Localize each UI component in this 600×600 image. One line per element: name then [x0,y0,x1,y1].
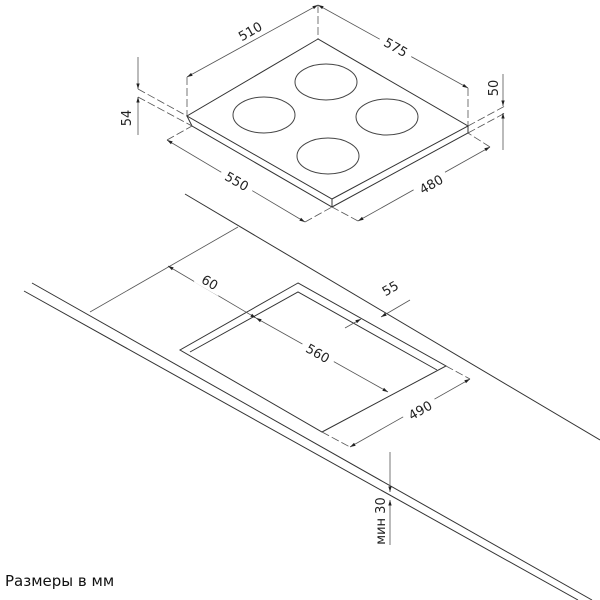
dim-60: 60 [198,273,220,294]
burner-back [294,63,358,101]
burner-left [232,96,296,134]
dim-min-30: мин 30 [374,497,389,544]
dim-55: 55 [380,279,402,300]
dim-54: 54 [120,110,135,127]
burner-front [296,137,360,175]
dim-50: 50 [487,80,502,97]
countertop [23,193,600,600]
units-caption: Размеры в мм [5,572,115,590]
dim-line-510 [186,4,319,78]
cutout-dimensions: 60 560 55 490 мин 30 [167,265,471,545]
burner-right [355,98,419,136]
hob [186,38,470,208]
